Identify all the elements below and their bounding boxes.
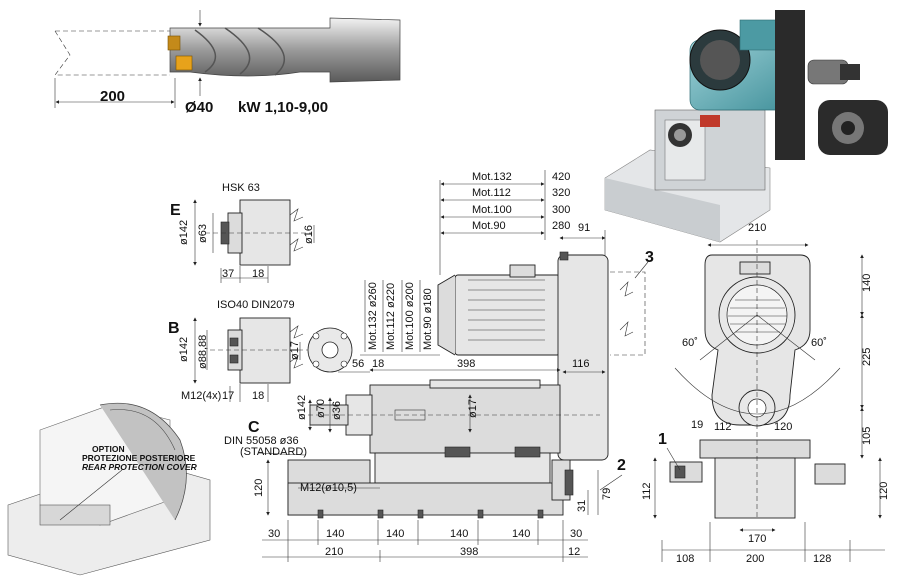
mot90-value: 280 — [552, 220, 570, 232]
mot100-label: Mot.100 — [472, 204, 512, 216]
front-dim-128: 128 — [813, 553, 831, 565]
dim-140-b: 140 — [386, 528, 404, 540]
dim-m12: M12(ø10,5) — [300, 482, 357, 494]
front-dim-225: 225 — [861, 348, 873, 366]
option-english: REAR PROTECTION COVER — [82, 462, 198, 472]
view-b-letter: B — [168, 320, 180, 337]
front-view — [653, 240, 885, 562]
leader-lines — [257, 261, 681, 491]
view-c-letter: C — [248, 419, 260, 436]
mot90-label: Mot.90 — [472, 220, 506, 232]
view-b-iso40 — [193, 317, 353, 402]
mot100-dia: Mot.100 ø200 — [404, 282, 416, 350]
view-b-dia142: ø142 — [178, 337, 190, 362]
option-title: OPTION — [92, 444, 125, 454]
tool-diameter-label: Ø40 — [185, 99, 213, 116]
view-e-hsk — [193, 199, 315, 283]
dim-140-c: 140 — [450, 528, 468, 540]
view-b-18: 18 — [252, 390, 264, 402]
view-e-dia63: ø63 — [197, 224, 209, 243]
front-dim-108: 108 — [676, 553, 694, 565]
front-dim-120-inner: 120 — [774, 421, 792, 433]
front-dim-200: 200 — [746, 553, 764, 565]
mot112-label: Mot.112 — [472, 187, 511, 199]
view-b-dia17: ø17 — [289, 341, 301, 360]
view-e-letter: E — [170, 202, 181, 219]
tool-length-label: 200 — [100, 88, 125, 105]
mot100-value: 300 — [552, 204, 570, 216]
view-c-standard: (STANDARD) — [240, 446, 307, 458]
view-e-37: 37 — [222, 268, 234, 280]
front-dim-112: 112 — [641, 482, 653, 500]
angle-markers — [699, 314, 816, 361]
view-e-dia16: ø16 — [303, 225, 315, 244]
view-c-din: DIN 55058 ø36 — [224, 435, 299, 447]
mot112-dia: Mot.112 ø220 — [385, 283, 397, 350]
front-dim-105: 105 — [861, 427, 873, 445]
dim-30-right: 30 — [570, 528, 582, 540]
main-side-view — [287, 251, 646, 519]
mot90-dia: Mot.90 ø180 — [422, 288, 434, 350]
dim-140-d: 140 — [512, 528, 530, 540]
dim-120-left: 120 — [253, 479, 265, 497]
dim-dia36: ø36 — [331, 401, 343, 420]
front-dim-170: 170 — [748, 533, 766, 545]
dim-30-left: 30 — [268, 528, 280, 540]
dim-398-top: 398 — [457, 358, 475, 370]
front-angle-left: 60˚ — [682, 337, 698, 349]
mot112-value: 320 — [552, 187, 570, 199]
dim-56: 56 — [352, 358, 364, 370]
view-b-title: ISO40 DIN2079 — [217, 299, 295, 311]
tool-power-label: kW 1,10-9,00 — [238, 99, 328, 116]
protection-cover-sketch — [7, 402, 211, 576]
drill-tool-illustration — [54, 10, 401, 108]
front-dim-112-inner: 112 — [714, 421, 732, 433]
dim-12: 12 — [568, 546, 580, 558]
option-italian: PROTEZIONE POSTERIORE — [82, 453, 196, 463]
mot132-dia: Mot.132 ø260 — [367, 282, 379, 350]
dim-dia17: ø17 — [467, 399, 479, 418]
motor-dimension-lines — [266, 170, 606, 516]
front-dim-19: 19 — [691, 419, 703, 431]
dim-79: 79 — [601, 488, 613, 500]
dim-dia70: ø70 — [315, 399, 327, 418]
view-e-18: 18 — [252, 268, 264, 280]
marker-2: 2 — [617, 457, 626, 474]
front-dim-140: 140 — [861, 274, 873, 292]
dim-91: 91 — [578, 222, 590, 234]
view-b-m12: M12(4x) — [181, 390, 221, 402]
dim-140-a: 140 — [326, 528, 344, 540]
marker-3: 3 — [645, 249, 654, 266]
dim-18: 18 — [372, 358, 384, 370]
dim-116: 116 — [572, 358, 590, 370]
front-dim-210: 210 — [748, 222, 766, 234]
dim-31: 31 — [576, 500, 588, 512]
dim-dia142: ø142 — [296, 395, 308, 420]
view-e-title: HSK 63 — [222, 182, 260, 194]
front-angle-right: 60˚ — [811, 337, 827, 349]
view-b-17: 17 — [222, 390, 234, 402]
drilling-unit-photo — [604, 10, 888, 243]
mot132-label: Mot.132 — [472, 171, 512, 183]
labels: 200 Ø40 kW 1,10-9,00 E HSK 63 ø142 ø63 ø… — [82, 88, 890, 565]
dim-210-bottom: 210 — [325, 546, 343, 558]
view-b-dia88: ø88,88 — [197, 335, 209, 369]
mot132-value: 420 — [552, 171, 570, 183]
view-e-dia142: ø142 — [178, 220, 190, 245]
marker-1: 1 — [658, 431, 667, 448]
dim-398-bottom: 398 — [460, 546, 478, 558]
front-dim-120: 120 — [878, 482, 890, 500]
bottom-dimension-chain — [262, 520, 588, 562]
